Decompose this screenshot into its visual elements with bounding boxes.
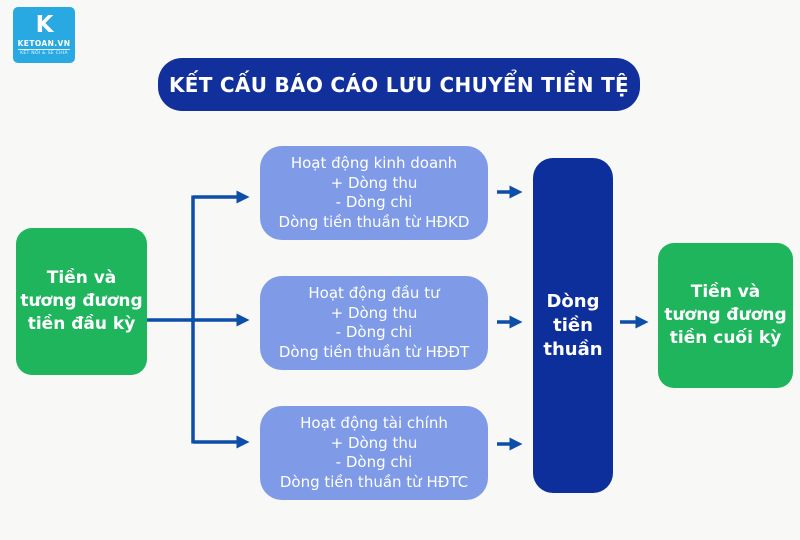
page-title: KẾT CẤU BÁO CÁO LƯU CHUYỂN TIỀN TỆ xyxy=(158,58,640,111)
ketoan-logo: K KETOAN.VN KẾT NỐI & SẺ CHIA xyxy=(13,7,75,63)
activity-financing-name: Hoạt động tài chính xyxy=(300,414,448,432)
start-box-line-1: Tiền và xyxy=(46,268,117,288)
activity-box-investing: Hoạt động đầu tư + Dòng thu - Dòng chi D… xyxy=(260,276,488,370)
activity-investing-net: Dòng tiền thuần từ HĐĐT xyxy=(278,342,470,361)
activity-operating-name: Hoạt động kinh doanh xyxy=(290,154,458,172)
end-box-cash-ending: Tiền và tương đương tiền cuối kỳ xyxy=(658,243,793,388)
activity-investing-outflow: - Dòng chi xyxy=(335,323,413,341)
ketoan-logo-name: KETOAN.VN xyxy=(17,39,71,50)
activity-financing-outflow: - Dòng chi xyxy=(335,453,413,471)
activity-financing-net: Dòng tiền thuần từ HĐTC xyxy=(279,472,469,491)
activity-financing-inflow: + Dòng thu xyxy=(330,433,418,452)
activity-operating-outflow: - Dòng chi xyxy=(335,193,413,211)
activity-operating-inflow: + Dòng thu xyxy=(330,173,418,192)
net-cash-flow-box: Dòng tiền thuần xyxy=(533,158,613,493)
start-box-cash-beginning: Tiền và tương đương tiền đầu kỳ xyxy=(16,228,147,375)
start-box-line-2: tương đương xyxy=(20,291,143,311)
net-box-line-1: Dòng xyxy=(546,290,600,312)
activity-investing-name: Hoạt động đầu tư xyxy=(308,284,440,302)
activity-box-financing: Hoạt động tài chính + Dòng thu - Dòng ch… xyxy=(260,406,488,500)
ketoan-logo-k-icon: K xyxy=(35,12,54,38)
ketoan-logo-tagline: KẾT NỐI & SẺ CHIA xyxy=(20,51,68,56)
end-box-line-1: Tiền và xyxy=(690,282,761,302)
start-box-line-3: tiền đầu kỳ xyxy=(27,314,136,334)
activity-operating-net: Dòng tiền thuần từ HĐKD xyxy=(278,212,470,231)
activity-investing-inflow: + Dòng thu xyxy=(330,303,418,322)
end-box-line-2: tương đương xyxy=(664,305,787,325)
end-box-line-3: tiền cuối kỳ xyxy=(669,328,782,348)
net-box-line-2: tiền xyxy=(553,314,593,336)
net-box-line-3: thuần xyxy=(543,338,603,360)
activity-box-operating: Hoạt động kinh doanh + Dòng thu - Dòng c… xyxy=(260,146,488,240)
